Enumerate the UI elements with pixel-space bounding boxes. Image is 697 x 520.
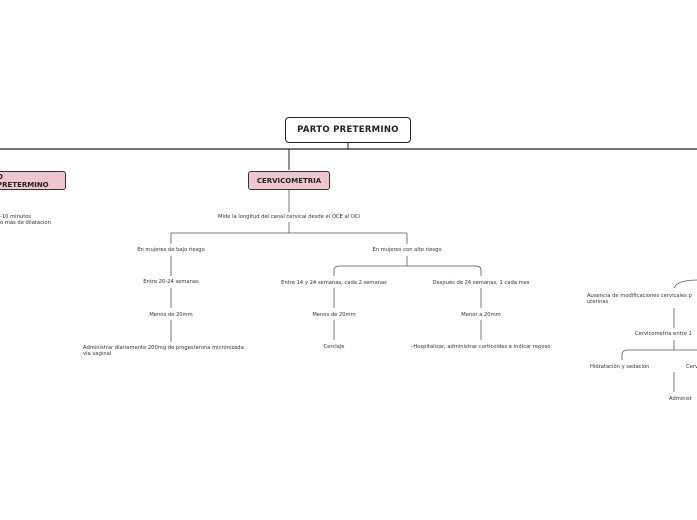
- right-hydration-text: Hidratación y sedación: [590, 364, 650, 370]
- cervicometria-node[interactable]: CERVICOMETRIA: [248, 171, 330, 190]
- right-cerv-text: Cerv: [686, 364, 697, 370]
- low-risk-treatment-2: vía vaginal: [83, 351, 112, 357]
- high-risk-early-threshold: Menos de 20mm: [312, 312, 356, 318]
- low-risk-treatment-1: Administrar diariamente 200mg de progest…: [83, 345, 244, 351]
- low-risk-label: En mujeres de bajo riesgo: [137, 247, 205, 253]
- high-risk-late-treatment: -Hospitalizar, administrar corticoides e…: [411, 344, 551, 350]
- left-branch-node[interactable]: O PRETERMINO: [0, 171, 66, 190]
- left-branch-text-2: o más de dilatación: [0, 220, 51, 226]
- left-branch-text-1: -10 minutos: [0, 214, 32, 220]
- high-risk-label: En mujeres con alto riesgo: [372, 247, 442, 253]
- right-admin-text: Administ: [669, 396, 692, 402]
- low-risk-weeks: Entre 20-24 semanas: [143, 279, 199, 285]
- high-risk-late-threshold: Menor a 20mm: [461, 312, 501, 318]
- right-absence-text-1: Ausencia de modificaciones cervicales p: [587, 293, 692, 299]
- right-cervicometry-text: Cervicometría entre 1: [635, 331, 692, 337]
- right-absence-text-2: uterinas: [587, 299, 609, 305]
- high-risk-early-weeks: Entre 14 y 24 semanas, cada 2 semanas: [281, 280, 387, 286]
- root-node[interactable]: PARTO PRETERMINO: [285, 117, 411, 143]
- low-risk-threshold: Menos de 20mm: [149, 312, 193, 318]
- cervicometria-description: Mide la longitud del canal cervical desd…: [218, 214, 360, 220]
- high-risk-late-weeks: Después de 24 semanas, 1 cada mes: [432, 280, 530, 286]
- high-risk-early-treatment: Cerclaje: [323, 344, 345, 350]
